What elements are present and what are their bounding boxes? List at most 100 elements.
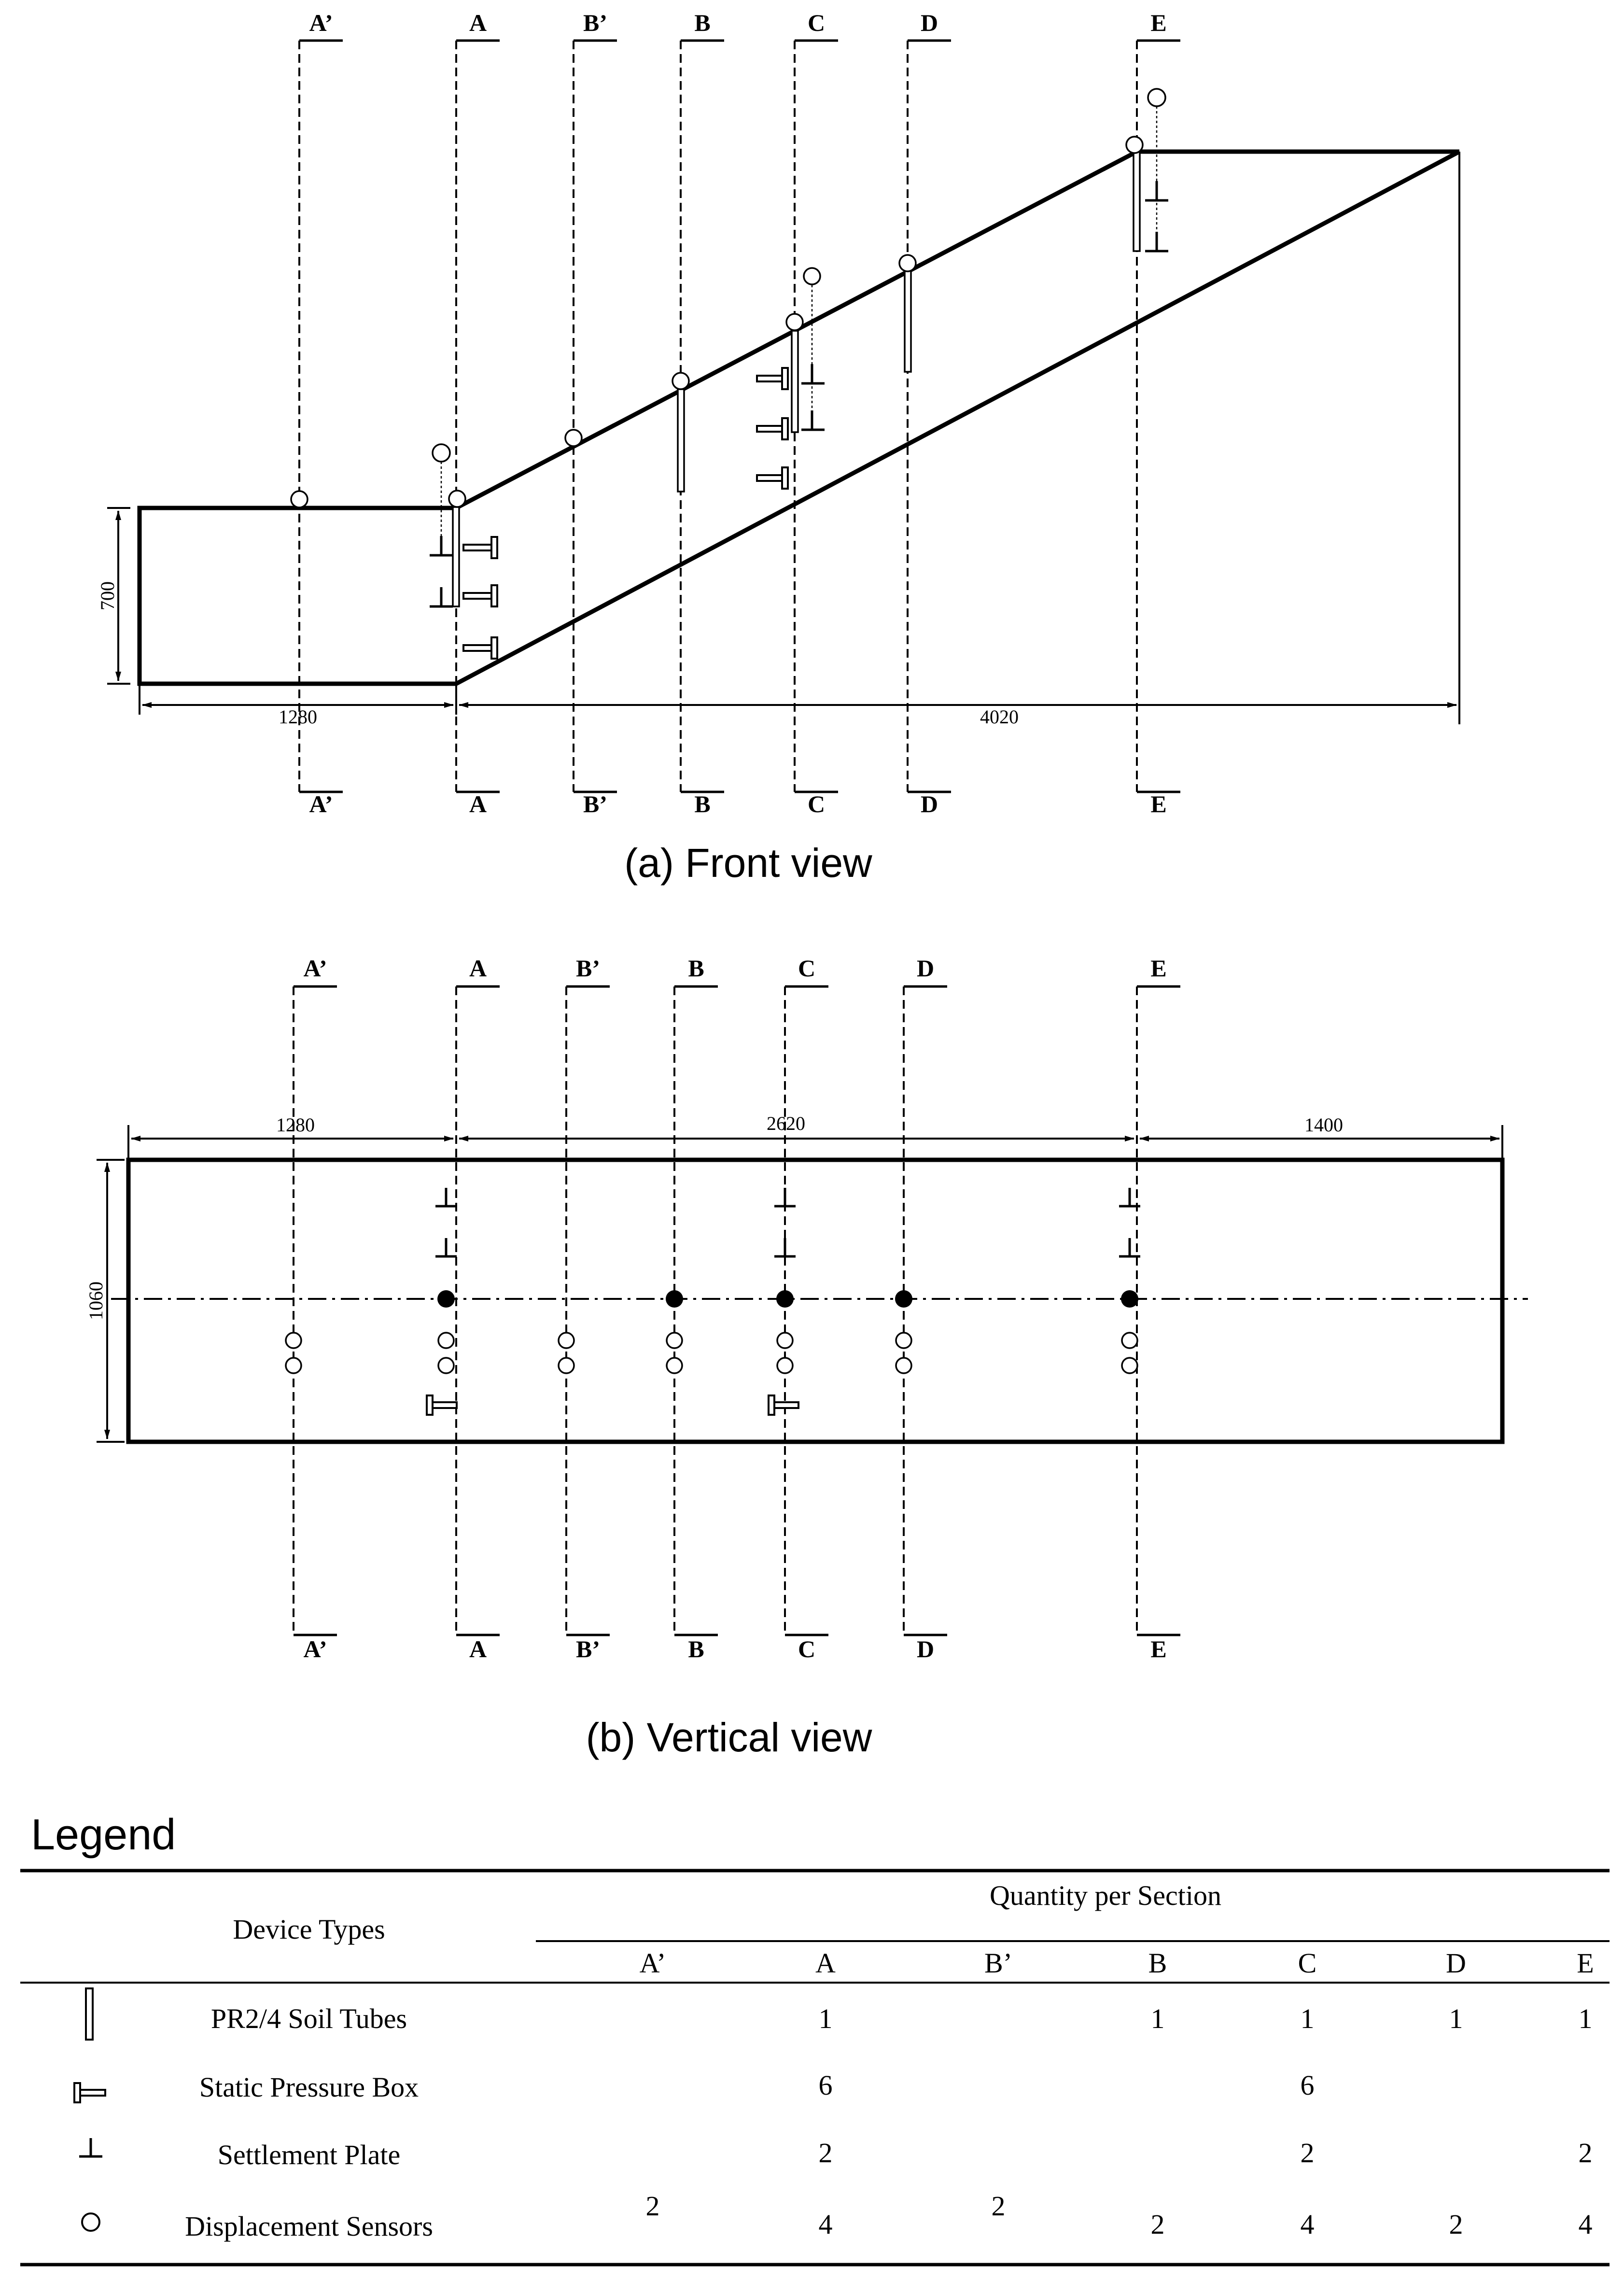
settlement-plate-icon xyxy=(430,536,453,557)
front-settlement-plates xyxy=(430,181,1168,608)
displacement-sensor-icon xyxy=(81,2212,100,2232)
legend: Legend Device Types Quantity per Section… xyxy=(20,1811,1610,2267)
front-displacement-sensors xyxy=(290,88,1166,508)
plan-section-ticks xyxy=(294,985,1180,1636)
legend-table-rules xyxy=(20,1869,1610,2267)
front-label-bottom-B: B xyxy=(694,790,710,817)
plan-label-bottom-A: A xyxy=(469,1635,487,1662)
displacement-sensor-icon xyxy=(290,490,308,508)
soil-tube-icon xyxy=(677,388,685,493)
cell-r3-E: 4 xyxy=(1579,2209,1593,2240)
plan-label-top-C: C xyxy=(798,955,815,982)
cell-r3-D: 2 xyxy=(1449,2209,1463,2240)
plan-section-lines xyxy=(293,986,1138,1635)
front-label-top-E: E xyxy=(1150,9,1166,36)
displacement-sensor-icon xyxy=(672,372,690,390)
cell-r0-A: 1 xyxy=(819,2003,833,2034)
displacement-sensor-icon xyxy=(1125,136,1144,154)
settlement-plate-icon xyxy=(435,1188,457,1208)
plan-label-bottom-Ap: A’ xyxy=(303,1635,327,1662)
cell-r0-D: 1 xyxy=(1449,2003,1463,2034)
soil-tube-icon xyxy=(1133,150,1141,252)
front-dim-height: 700 xyxy=(97,581,118,610)
plan-label-bottom-C: C xyxy=(798,1635,815,1662)
plan-dimension-lines xyxy=(97,1125,1503,1443)
front-label-top-D: D xyxy=(921,9,938,36)
front-label-bottom-Ap: A’ xyxy=(309,790,333,817)
front-label-top-Bp: B’ xyxy=(583,9,607,36)
plan-label-bottom-E: E xyxy=(1150,1635,1166,1662)
settlement-plate-icon xyxy=(1145,232,1168,253)
cell-r1-C: 6 xyxy=(1301,2070,1315,2101)
cell-r3-A: 4 xyxy=(819,2209,833,2240)
settlement-plate-icon xyxy=(435,1238,457,1258)
soil-tube-icon xyxy=(1121,1290,1138,1308)
front-section-ticks xyxy=(299,39,1180,793)
front-model-outline xyxy=(137,149,1461,686)
front-label-bottom-D: D xyxy=(921,790,938,817)
soil-tube-icon xyxy=(904,269,912,373)
pressure-box-icon xyxy=(768,1395,799,1416)
row-label-displacement-sensors: Displacement Sensors xyxy=(185,2211,433,2242)
row-label-settlement-plate: Settlement Plate xyxy=(218,2139,401,2170)
plan-label-bottom-B: B xyxy=(688,1635,704,1662)
front-sensor-leaders xyxy=(440,106,1158,553)
col-header-B: B xyxy=(1148,1947,1167,1979)
cell-r0-C: 1 xyxy=(1301,2003,1315,2034)
soil-tube-icon xyxy=(666,1290,683,1308)
front-label-top-C: C xyxy=(808,9,825,36)
col-header-D: D xyxy=(1446,1947,1466,1979)
front-view: A’ A B’ B C D E A’ A B’ B C D E xyxy=(97,9,1461,886)
settlement-plate-icon xyxy=(801,364,825,385)
legend-column-headers: A’ A B’ B C D E xyxy=(640,1947,1594,1979)
pressure-box-icon xyxy=(462,584,498,607)
front-pressure-boxes xyxy=(462,367,789,660)
soil-tube-icon xyxy=(452,506,460,607)
pressure-box-icon xyxy=(756,466,789,490)
plan-label-top-Bp: B’ xyxy=(576,955,600,982)
plan-model-outline xyxy=(126,1157,1505,1444)
plan-dim-mid: 2620 xyxy=(767,1113,805,1134)
col-header-C: C xyxy=(1298,1947,1317,1979)
cell-r3-Bp: 2 xyxy=(992,2190,1006,2222)
plan-label-bottom-D: D xyxy=(917,1635,934,1662)
cell-r2-E: 2 xyxy=(1579,2137,1593,2169)
front-label-bottom-E: E xyxy=(1150,790,1166,817)
settlement-plate-icon xyxy=(1119,1238,1140,1258)
displacement-sensor-icon xyxy=(448,490,466,508)
front-dim-left: 1280 xyxy=(279,706,317,728)
displacement-sensor-icon xyxy=(564,429,583,447)
pressure-box-icon xyxy=(462,636,498,660)
pressure-box-icon xyxy=(426,1395,458,1416)
plan-dim-right: 1400 xyxy=(1304,1114,1343,1136)
displacement-sensor-icon xyxy=(1147,88,1166,107)
displacement-sensor-icon xyxy=(898,254,917,272)
pressure-box-icon xyxy=(73,2082,106,2103)
cell-r0-B: 1 xyxy=(1151,2003,1165,2034)
cell-r3-Ap: 2 xyxy=(646,2190,660,2222)
vertical-view-caption: (b) Vertical view xyxy=(586,1715,872,1760)
pressure-box-icon xyxy=(756,417,789,440)
legend-title: Legend xyxy=(31,1811,176,1859)
plan-label-bottom-Bp: B’ xyxy=(576,1635,600,1662)
front-dimension-lines xyxy=(107,507,1457,715)
front-soil-tubes xyxy=(452,150,1141,607)
row-label-soil-tubes: PR2/4 Soil Tubes xyxy=(211,2003,407,2034)
displacement-sensor-icon xyxy=(432,443,451,463)
pressure-box-icon xyxy=(462,536,498,559)
cell-r0-E: 1 xyxy=(1579,2003,1593,2034)
front-label-bottom-Bp: B’ xyxy=(583,790,607,817)
cell-r3-C: 4 xyxy=(1301,2209,1315,2240)
plan-settlement-plates xyxy=(435,1188,1140,1258)
cell-r1-A: 6 xyxy=(819,2070,833,2101)
plan-dim-left: 1280 xyxy=(276,1114,315,1136)
cell-r2-C: 2 xyxy=(1301,2137,1315,2169)
legend-values: 1 1 1 1 1 6 6 2 2 2 2 4 2 2 4 2 xyxy=(646,2003,1593,2240)
plan-soil-tubes xyxy=(437,1290,1138,1308)
col-header-E: E xyxy=(1577,1947,1594,1979)
pressure-box-icon xyxy=(756,367,789,390)
device-types-header: Device Types xyxy=(233,1914,385,1945)
settlement-plate-icon xyxy=(774,1238,796,1258)
settlement-plate-icon xyxy=(1119,1188,1140,1208)
